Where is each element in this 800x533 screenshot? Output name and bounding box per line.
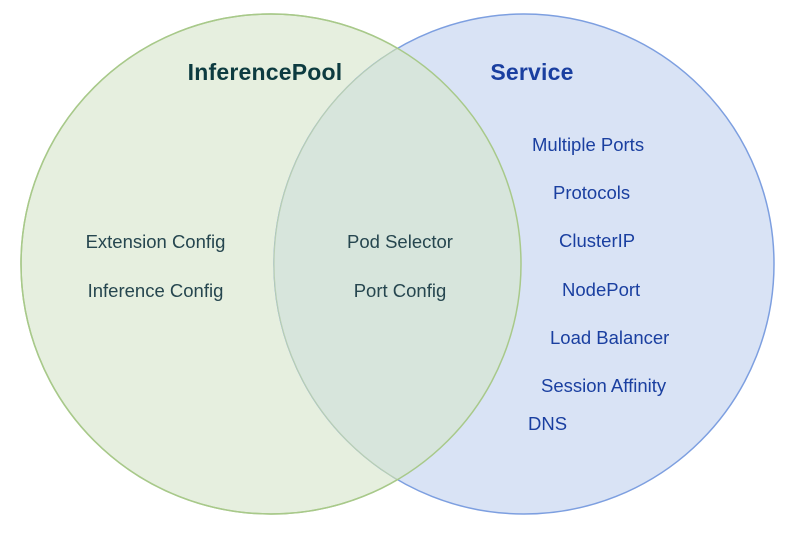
left-item-extension-config: Extension Config (85, 231, 226, 252)
left-circle-outline (20, 13, 522, 515)
right-item-session-affinity: Session Affinity (541, 375, 667, 396)
right-item-load-balancer: Load Balancer (550, 327, 670, 348)
left-item-inference-config: Inference Config (87, 280, 224, 301)
left-set-title: InferencePool (187, 59, 343, 85)
right-item-protocols: Protocols (553, 182, 631, 203)
intersection-item-pod-selector: Pod Selector (347, 231, 453, 252)
right-item-multiple-ports: Multiple Ports (532, 134, 645, 155)
right-set-title: Service (490, 59, 574, 85)
intersection-region (273, 14, 521, 514)
right-item-clusterip: ClusterIP (559, 230, 636, 251)
right-item-nodeport: NodePort (562, 279, 641, 300)
right-item-dns: DNS (528, 413, 568, 434)
intersection-item-port-config: Port Config (353, 280, 447, 301)
